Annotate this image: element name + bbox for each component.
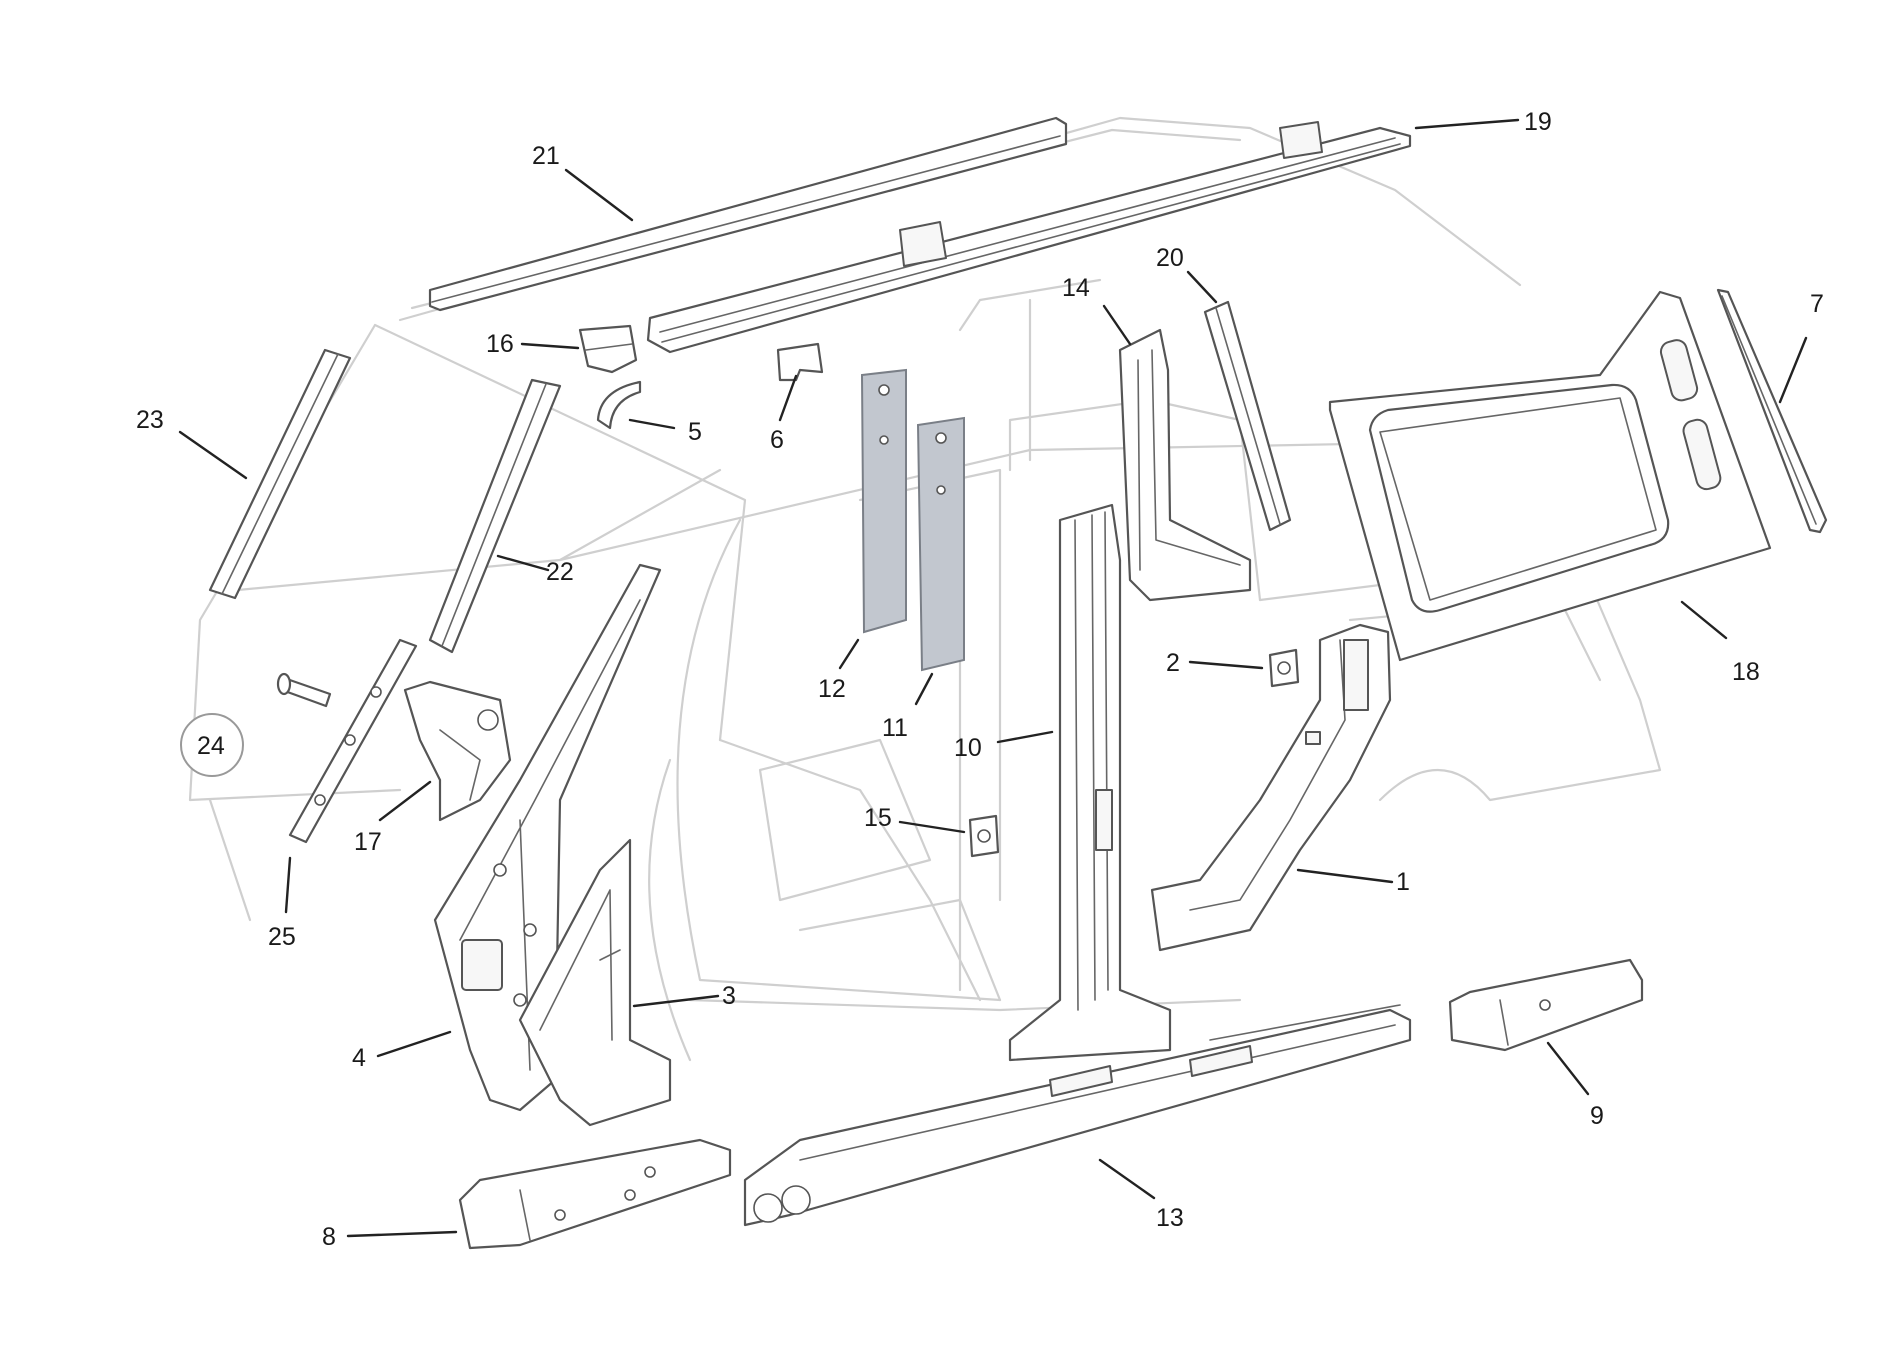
callout-25: 25 [268, 923, 296, 951]
leader-21 [564, 168, 634, 222]
leader-14 [1102, 304, 1132, 346]
callout-6: 6 [770, 426, 784, 454]
callout-15: 15 [864, 804, 892, 832]
callout-5: 5 [688, 418, 702, 446]
part-23-windshield-trim [208, 348, 352, 600]
leader-10 [996, 730, 1054, 744]
leader-1 [1296, 868, 1394, 884]
part-14-b-pillar-upper [1118, 328, 1252, 602]
part-9-floor-crossmember-rear [1448, 958, 1644, 1052]
part-21-roof-rail [428, 116, 1068, 312]
callout-14: 14 [1062, 274, 1090, 302]
leader-11 [914, 672, 934, 706]
callout-1: 1 [1396, 868, 1410, 896]
part-4-a-pillar-inner [433, 563, 662, 1112]
callout-9: 9 [1590, 1102, 1604, 1130]
callout-12: 12 [818, 675, 846, 703]
callout-18: 18 [1732, 658, 1760, 686]
leader-15 [898, 820, 966, 834]
callout-19: 19 [1524, 108, 1552, 136]
leader-5 [628, 418, 676, 430]
leader-20 [1186, 270, 1218, 304]
leader-6 [778, 374, 798, 422]
part-13-rocker-panel [743, 1004, 1412, 1227]
part-2-small-plate [1268, 648, 1300, 688]
part-1-c-pillar [1150, 623, 1392, 952]
part-12-pillar-panel [860, 368, 907, 634]
leader-lines [178, 118, 1808, 1238]
leader-2 [1188, 660, 1264, 670]
leader-23 [178, 430, 248, 480]
leader-7 [1778, 336, 1808, 404]
leader-9 [1546, 1041, 1590, 1096]
part-19-side-roof-rail [646, 121, 1412, 354]
callout-22: 22 [546, 558, 574, 586]
leader-13 [1098, 1158, 1156, 1200]
part-22-a-pillar-strip [428, 378, 562, 654]
part-7-rear-trim [1716, 288, 1828, 534]
part-16-bracket [578, 324, 638, 374]
callout-20: 20 [1156, 244, 1184, 272]
callout-3: 3 [722, 982, 736, 1010]
callout-2: 2 [1166, 649, 1180, 677]
leader-4 [376, 1030, 452, 1058]
part-20-b-pillar-strip [1203, 300, 1292, 532]
part-17-hinge-bracket [403, 680, 512, 822]
callout-13: 13 [1156, 1204, 1184, 1232]
leader-18 [1680, 600, 1728, 640]
part-15-small-plate [968, 814, 1000, 858]
part-25-hinge-strap [288, 638, 418, 844]
leader-25 [284, 856, 292, 914]
part-18-quarter-window-panel [1328, 290, 1772, 662]
leader-12 [838, 638, 860, 670]
part-24-bolt [276, 672, 332, 708]
part-6-small-plate [776, 342, 824, 382]
callout-11: 11 [882, 714, 908, 742]
callout-16: 16 [486, 330, 514, 358]
part-11-pillar-panel [916, 416, 965, 672]
leader-3 [632, 994, 720, 1008]
callout-4: 4 [352, 1044, 366, 1072]
leader-16 [520, 342, 580, 350]
leader-17 [378, 780, 432, 822]
callout-labels: 1 2 3 4 5 6 7 8 9 10 11 12 13 14 15 16 1… [136, 108, 1824, 1251]
part-3-kick-panel [518, 838, 672, 1127]
part-8-floor-crossmember-front [458, 1138, 732, 1250]
callout-21: 21 [532, 142, 560, 170]
part-10-b-pillar [1008, 503, 1172, 1062]
callout-8: 8 [322, 1223, 336, 1251]
leader-8 [346, 1230, 458, 1238]
callout-10: 10 [954, 734, 982, 762]
callout-7: 7 [1810, 290, 1824, 318]
part-5-curved-trim [596, 380, 642, 430]
leader-22 [496, 554, 550, 572]
callout-17: 17 [354, 828, 382, 856]
callout-24-circle [180, 713, 244, 777]
callout-23: 23 [136, 406, 164, 434]
leader-19 [1414, 118, 1520, 130]
callout-24: 24 [197, 732, 225, 760]
